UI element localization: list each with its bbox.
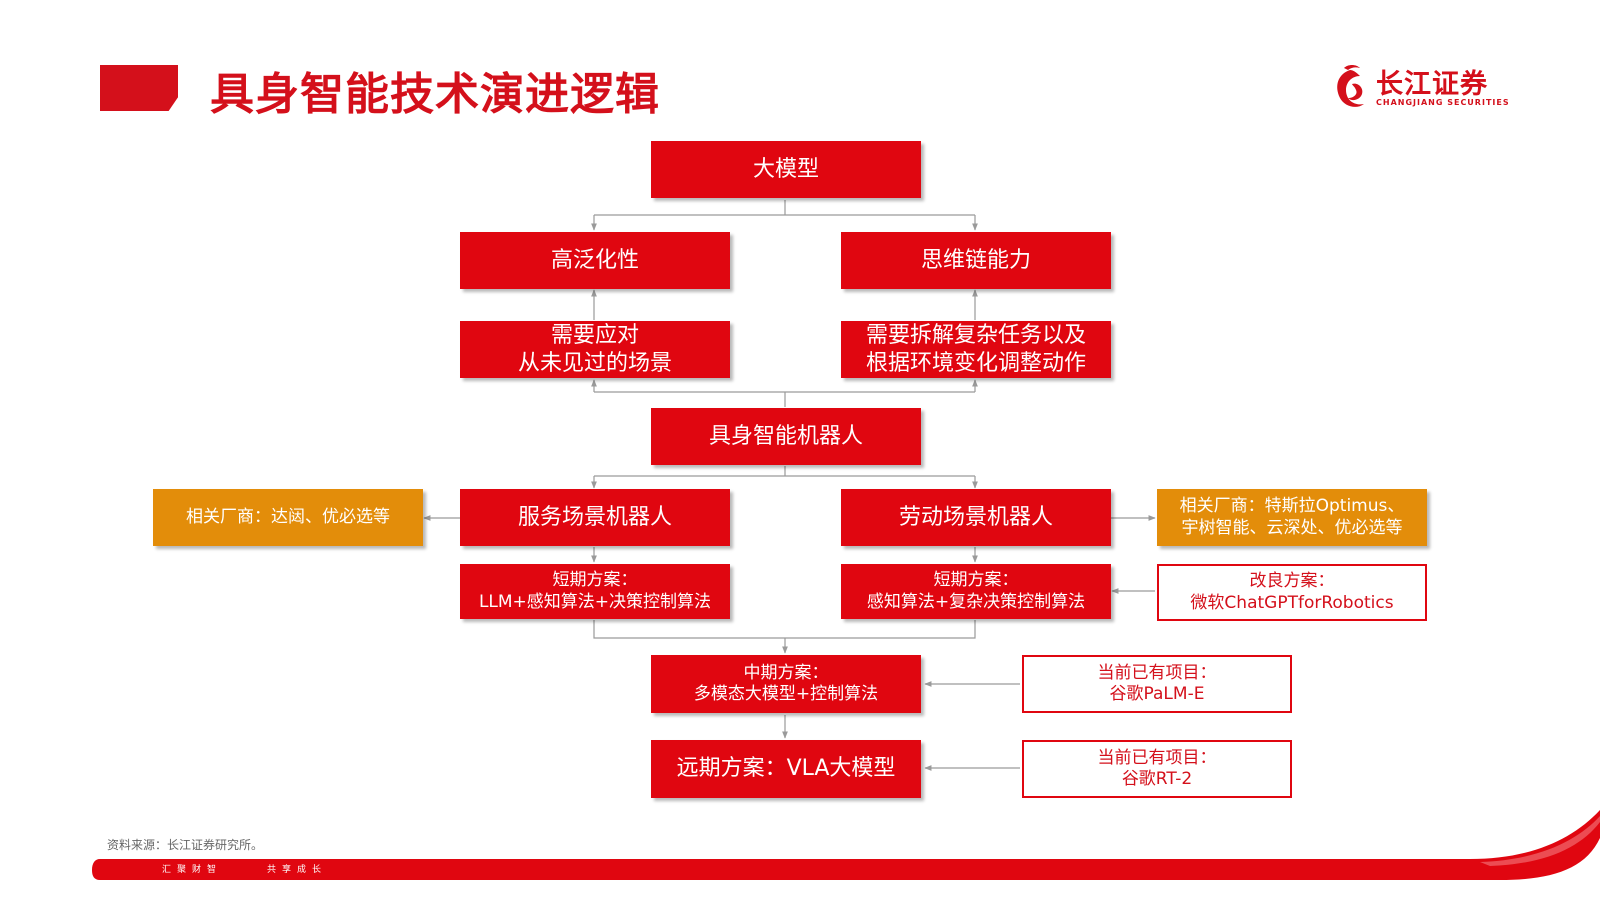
node-improved-plan: 改良方案： 微软ChatGPTforRobotics bbox=[1157, 564, 1427, 621]
node-labor-vendors: 相关厂商：特斯拉Optimus、 宇树智能、云深处、优必选等 bbox=[1157, 489, 1427, 546]
connector-short-merge bbox=[593, 620, 976, 653]
logo-emblem-icon bbox=[1337, 65, 1364, 107]
connector-model-split bbox=[594, 200, 975, 216]
connector-robot-to-needs bbox=[594, 391, 975, 407]
node-long-term: 远期方案：VLA大模型 bbox=[651, 740, 921, 798]
slogan-left: 汇聚财智 bbox=[162, 865, 223, 875]
page-title: 具身智能技术演进逻辑 bbox=[210, 69, 660, 120]
node-generalization: 高泛化性 bbox=[460, 232, 730, 289]
node-decompose-tasks: 需要拆解复杂任务以及 根据环境变化调整动作 bbox=[841, 321, 1111, 378]
connector-robot-split bbox=[594, 466, 975, 477]
title-accent-bar bbox=[100, 65, 178, 111]
node-mid-term: 中期方案： 多模态大模型+控制算法 bbox=[651, 655, 921, 713]
node-unseen-scenes: 需要应对 从未见过的场景 bbox=[460, 321, 730, 378]
node-long-term-project: 当前已有项目： 谷歌RT-2 bbox=[1022, 740, 1292, 798]
node-chain-of-thought: 思维链能力 bbox=[841, 232, 1111, 289]
node-service-short-term: 短期方案： LLM+感知算法+决策控制算法 bbox=[460, 564, 730, 619]
company-logo: 长江证券 CHANGJIANG SECURITIES bbox=[1330, 62, 1520, 114]
node-service-robot: 服务场景机器人 bbox=[460, 489, 730, 546]
node-labor-robot: 劳动场景机器人 bbox=[841, 489, 1111, 546]
node-large-model: 大模型 bbox=[651, 141, 921, 198]
node-mid-term-project: 当前已有项目： 谷歌PaLM-E bbox=[1022, 655, 1292, 713]
logo-text-cn: 长江证券 bbox=[1376, 69, 1488, 100]
node-labor-short-term: 短期方案： 感知算法+复杂决策控制算法 bbox=[841, 564, 1111, 619]
slogan-right: 共享成长 bbox=[267, 865, 328, 875]
node-service-vendors: 相关厂商：达闼、优必选等 bbox=[153, 489, 423, 546]
source-note: 资料来源：长江证券研究所。 bbox=[107, 838, 264, 852]
footer-band bbox=[92, 810, 1600, 880]
logo-text-en: CHANGJIANG SECURITIES bbox=[1376, 98, 1510, 107]
node-embodied-robot: 具身智能机器人 bbox=[651, 408, 921, 465]
